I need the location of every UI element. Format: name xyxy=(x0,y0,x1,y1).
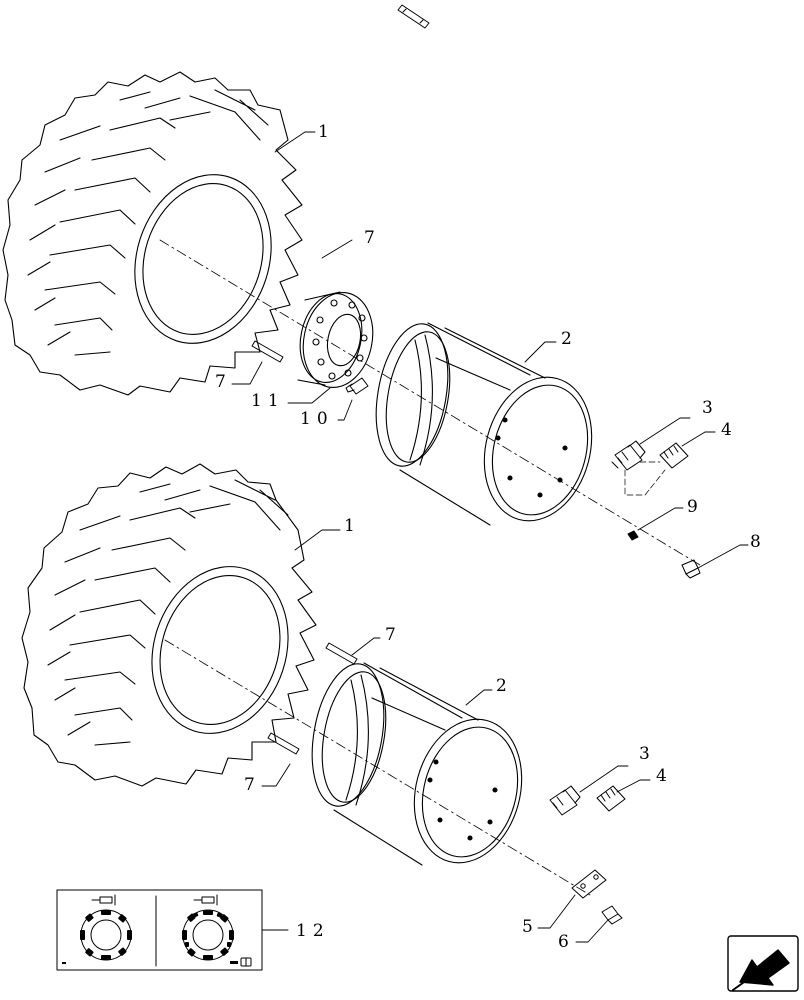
bottom-axis-line xyxy=(164,639,591,896)
callout-bottom-stud-lower: 7 xyxy=(244,775,261,795)
callout-labels: 1 7 7 11 10 2 3 4 9 8 1 7 2 3 4 7 5 6 12 xyxy=(215,122,767,952)
callout-bottom-clamp: 5 xyxy=(522,917,539,937)
top-tire xyxy=(2,71,303,396)
bottom-clamp xyxy=(571,869,607,899)
top-washer xyxy=(627,530,639,541)
bottom-valve-cap xyxy=(596,785,626,812)
callout-top-valve: 3 xyxy=(702,398,719,418)
bottom-rim xyxy=(311,662,523,866)
top-hub-ring xyxy=(297,291,374,389)
kit-inset xyxy=(56,889,263,971)
callout-top-valve-cap: 4 xyxy=(721,420,738,440)
callout-bottom-stud-upper: 7 xyxy=(385,625,402,645)
callout-bottom-rim: 2 xyxy=(496,676,513,696)
callout-bottom-clamp-bolt: 6 xyxy=(558,932,575,952)
callout-top-washer: 9 xyxy=(687,497,704,517)
callout-bottom-tire: 1 xyxy=(344,516,361,536)
top-rim xyxy=(375,322,593,526)
next-page-arrow-icon[interactable] xyxy=(727,935,799,992)
top-valve xyxy=(611,440,646,471)
callout-top-tire: 1 xyxy=(318,122,335,142)
top-bolt xyxy=(681,559,701,579)
top-hub-bolt xyxy=(345,377,369,395)
bottom-tire xyxy=(21,463,317,787)
callout-top-hub-ring: 11 xyxy=(251,391,285,411)
callout-top-rim: 2 xyxy=(561,329,578,349)
top-valve-leader xyxy=(624,461,666,496)
top-stud-pin xyxy=(251,340,284,363)
callout-top-bolt: 8 xyxy=(750,532,767,552)
callout-top-stud-pin: 7 xyxy=(364,228,381,248)
top-valve-cap xyxy=(659,442,689,469)
bottom-valve xyxy=(549,785,581,816)
top-pin xyxy=(397,4,430,29)
kit-ring-right-icon xyxy=(182,894,234,961)
bottom-clamp-bolt xyxy=(601,905,623,925)
callout-top-stud-lower: 7 xyxy=(215,372,232,392)
kit-ring-left-icon xyxy=(80,894,132,961)
callout-bottom-valve: 3 xyxy=(639,744,656,764)
callout-kit-inset: 12 xyxy=(296,921,330,941)
bottom-stud-upper xyxy=(325,642,358,665)
bottom-stud-lower xyxy=(267,732,300,755)
callout-top-hub-bolt: 10 xyxy=(300,409,334,429)
leader-lines xyxy=(231,131,749,943)
top-axis-line xyxy=(159,239,701,566)
callout-bottom-valve-cap: 4 xyxy=(656,766,673,786)
